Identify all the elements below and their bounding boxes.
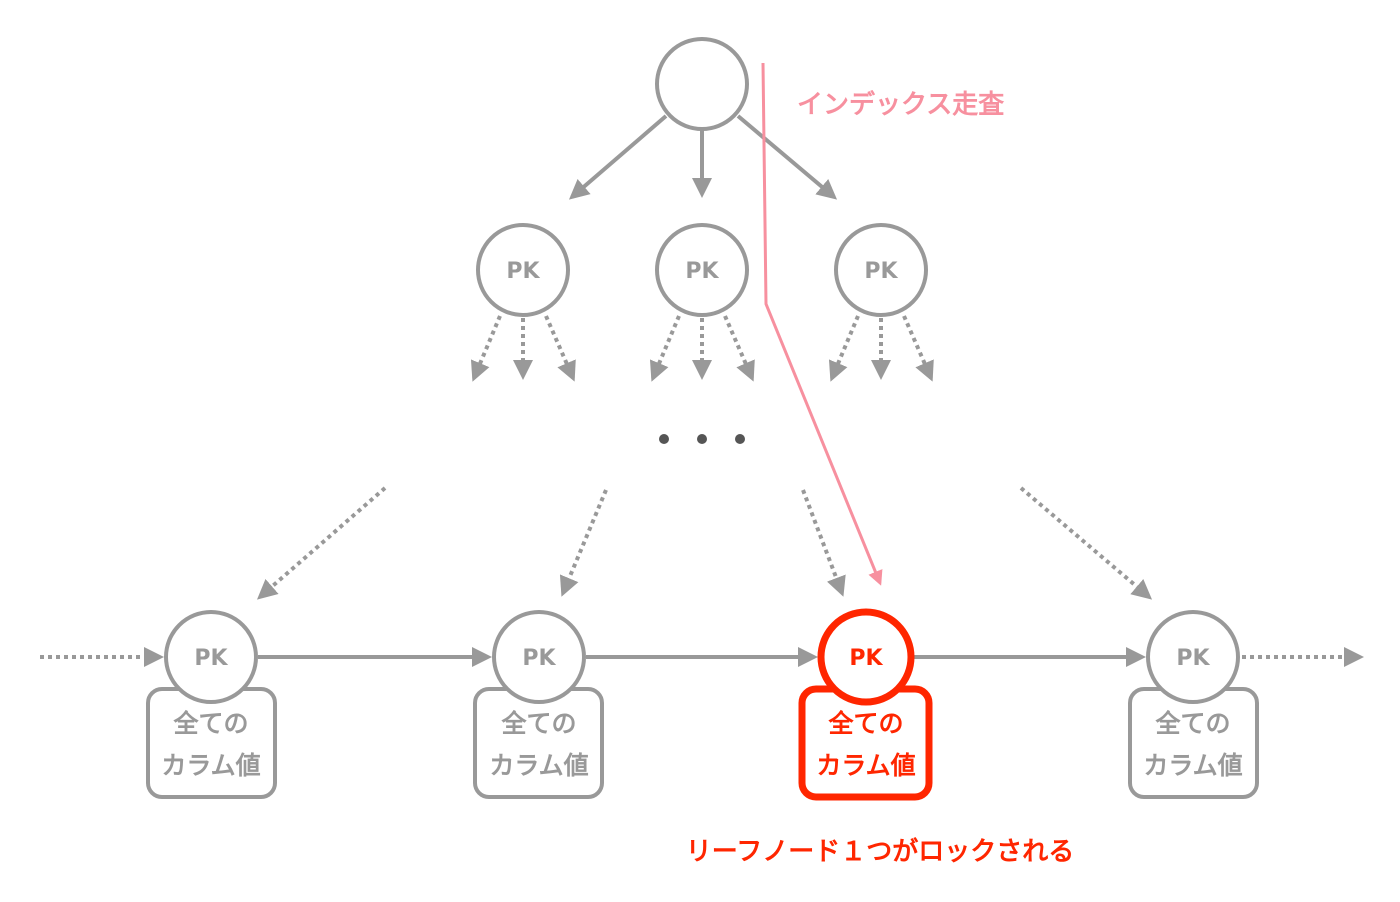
svg-text:全ての: 全ての [827,709,903,738]
svg-text:PK: PK [506,259,540,284]
svg-text:カラム値: カラム値 [161,751,260,780]
svg-text:PK: PK [849,646,883,671]
svg-text:PK: PK [864,259,898,284]
internal-node: PK [655,223,749,317]
svg-text:PK: PK [685,259,719,284]
root-edges [568,114,838,200]
lock-label: リーフノード１つがロックされる [686,836,1074,867]
svg-text:PK: PK [522,646,556,671]
leaf-dotted-edges [40,486,1364,667]
internal-dotted-edges [470,315,934,382]
svg-text:PK: PK [194,646,228,671]
ellipsis-dots [659,434,745,444]
svg-text:カラム値: カラム値 [816,751,915,780]
index-scan-path [761,62,883,586]
svg-text:PK: PK [1176,646,1210,671]
svg-text:全ての: 全ての [172,709,248,738]
svg-text:カラム値: カラム値 [1143,751,1242,780]
root-node [655,37,749,131]
svg-text:全ての: 全ての [500,709,576,738]
svg-text:全ての: 全ての [1154,709,1230,738]
internal-node: PK [476,223,570,317]
svg-text:カラム値: カラム値 [489,751,588,780]
internal-node: PK [834,223,928,317]
index-scan-label: インデックス走査 [797,89,1004,120]
